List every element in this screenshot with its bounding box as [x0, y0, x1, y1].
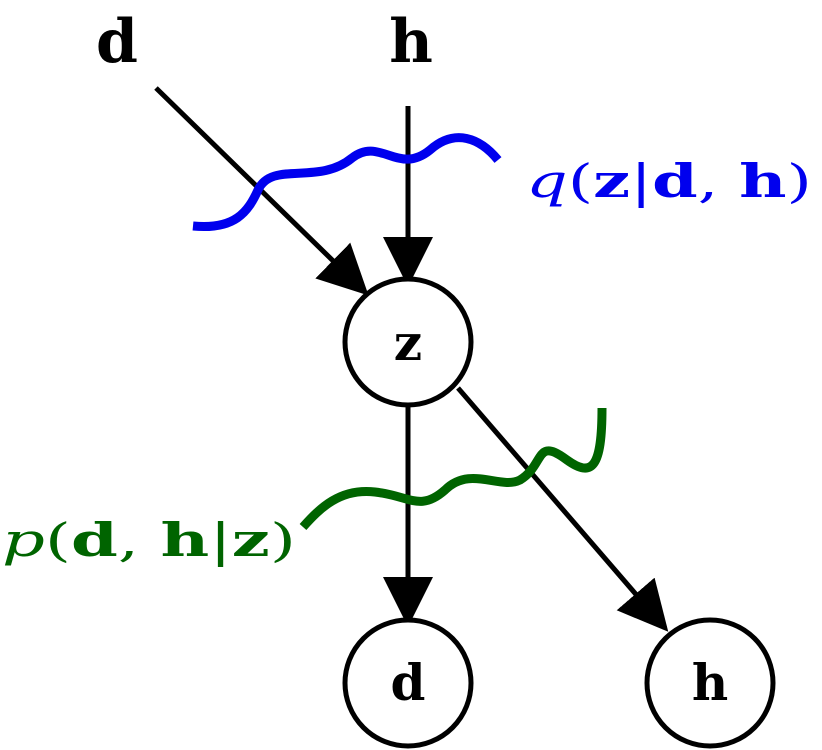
- encoder-formula: q(z|d, h): [526, 154, 812, 208]
- decoder-wavy-line: [299, 407, 607, 531]
- input-d-label: d: [96, 7, 138, 77]
- node-h: h: [644, 617, 776, 749]
- node-h-label: h: [692, 653, 728, 712]
- node-d-label: d: [391, 653, 426, 712]
- node-z-label: z: [394, 313, 422, 372]
- edge-z-to-h: [456, 386, 669, 632]
- decoder-formula: p(d, h|z): [2, 513, 296, 567]
- encoder-wavy-line: [192, 133, 502, 232]
- input-h-label: h: [389, 7, 433, 77]
- node-d: d: [342, 617, 474, 749]
- node-z: z: [342, 276, 474, 408]
